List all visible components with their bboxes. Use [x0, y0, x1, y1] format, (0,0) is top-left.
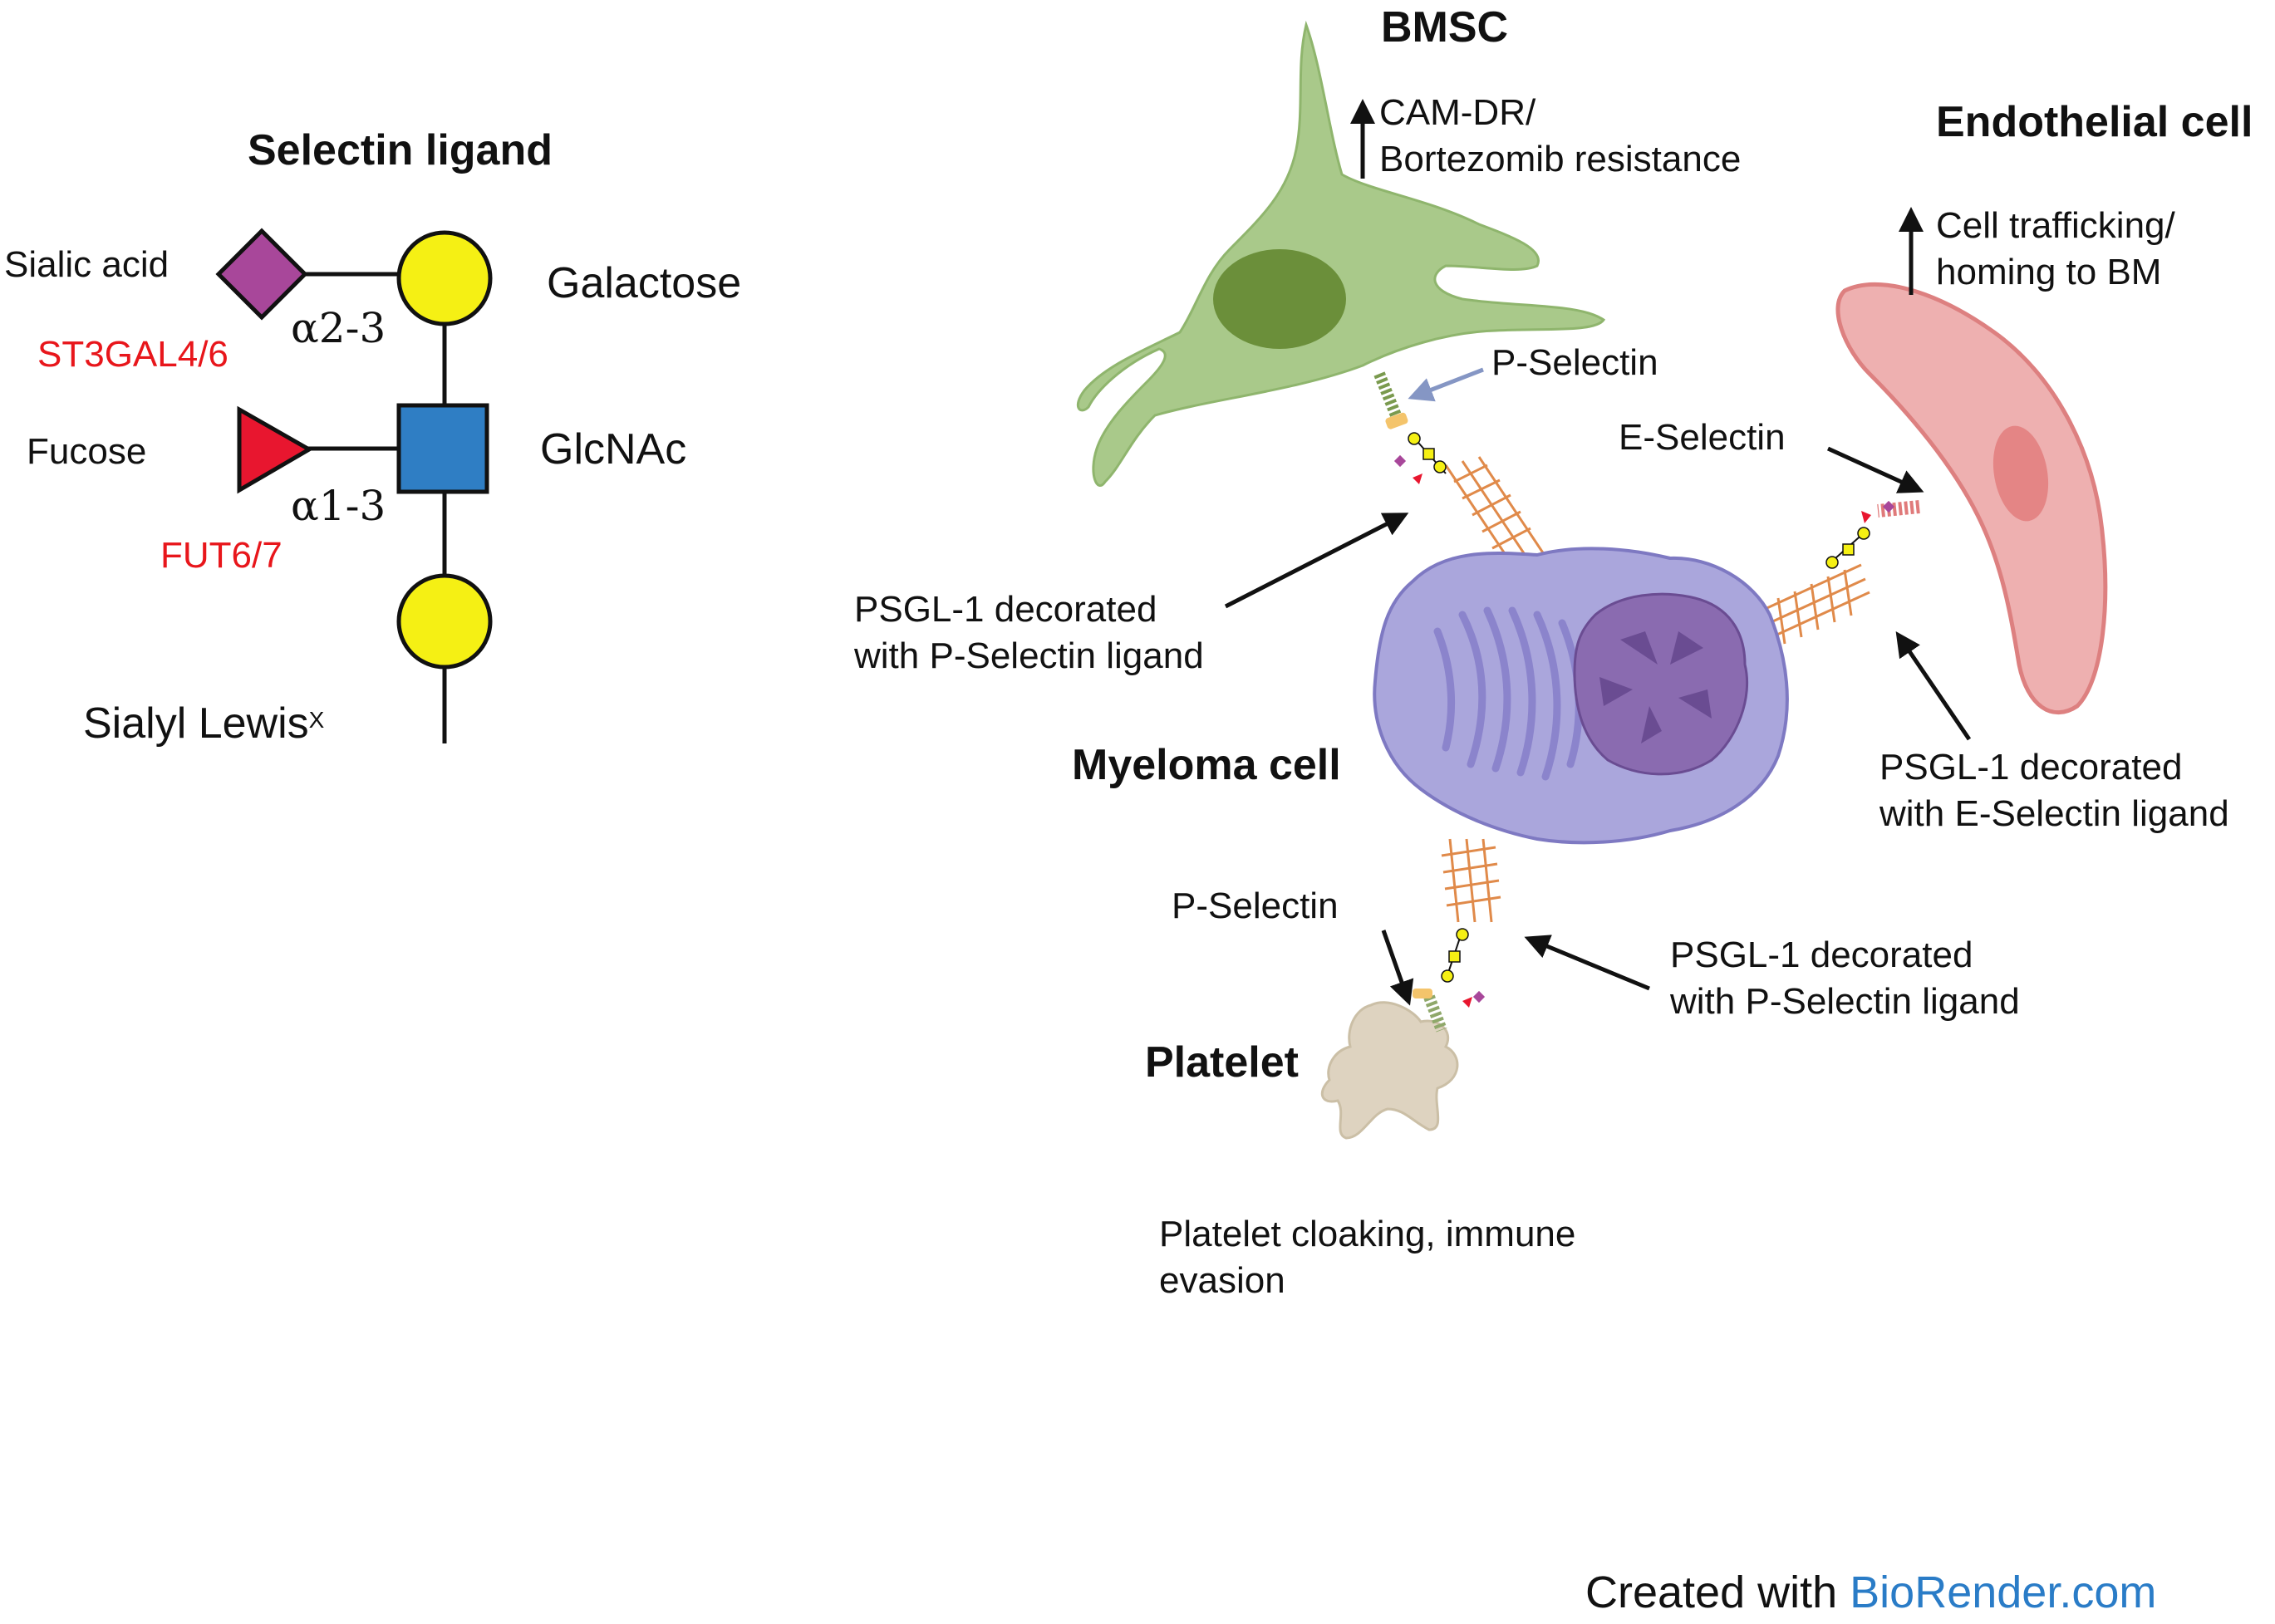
galactose-symbol [396, 230, 493, 326]
arrow-p-selectin-bottom [1381, 930, 1414, 1006]
endothelial-body [1835, 282, 2108, 715]
arrow-psgl-left [1224, 513, 1409, 609]
p-selectin-bottom-label: P-Selectin [1172, 886, 1339, 926]
myeloma-cell [1373, 547, 1789, 845]
linkage-a23-label: α2-3 [291, 304, 386, 352]
endothelial-label: Endothelial cell [1936, 98, 2253, 146]
psgl1-stalk-right [1761, 563, 1870, 645]
psgl-p-left-label: PSGL-1 decorated with P-Selectin ligand [854, 589, 1204, 676]
bmsc-body [1076, 20, 1606, 487]
sialyl-lewis-text: Sialyl Lewis [83, 699, 309, 748]
myeloma-nucleus [1573, 592, 1749, 776]
fut-label: FUT6/7 [160, 535, 283, 576]
psgl-e-label: PSGL-1 decorated with E-Selectin ligand [1879, 747, 2229, 834]
sialic-acid-label: Sialic acid [4, 244, 170, 285]
biorender-link[interactable]: BioRender.com [1850, 1568, 2157, 1617]
fucose-symbol [237, 405, 313, 494]
bmsc-nucleus [1213, 249, 1346, 349]
glcnac-label: GlcNAc [540, 425, 687, 473]
p-selectin-receptor-bottom [1413, 989, 1447, 1033]
platelet-cell [1320, 1001, 1459, 1140]
biorender-credit: Created with BioRender.com [1585, 1568, 2156, 1617]
endothelial-cell [1835, 282, 2108, 715]
glycan-beads-top [1393, 432, 1447, 484]
cam-dr-label: CAM-DR/ Bortezomib resistance [1379, 92, 1742, 179]
psgl-p-bottom-label: PSGL-1 decorated with P-Selectin ligand [1670, 935, 2020, 1022]
arrow-p-selectin-top [1408, 367, 1484, 402]
e-selectin-label: E-Selectin [1619, 417, 1786, 458]
galactose-label: Galactose [547, 259, 742, 307]
arrow-psgl-bottom [1524, 935, 1650, 991]
myeloma-label: Myeloma cell [1072, 741, 1341, 789]
arrow-e-selectin [1826, 446, 1924, 493]
sialyl-lewis-label: Sialyl LewisX [83, 699, 324, 748]
e-selectin-receptor [1877, 500, 1920, 518]
galactose-bottom-symbol [396, 573, 493, 670]
glycan-structure [215, 228, 493, 743]
endothelial-nucleus [1992, 425, 2049, 522]
glcnac-symbol [396, 403, 489, 494]
sialyl-lewis-superscript: X [308, 707, 325, 733]
sialic-acid-symbol [215, 228, 308, 321]
myeloma-chromatin [1599, 631, 1712, 743]
p-selectin-top-label: P-Selectin [1491, 342, 1658, 383]
fucose-label: Fucose [27, 431, 147, 472]
linkage-a13-label: α1-3 [291, 482, 386, 530]
p-selectin-receptor-top [1373, 371, 1408, 429]
arrow-psgl-e [1895, 631, 1972, 741]
bmsc-label: BMSC [1381, 3, 1509, 52]
glycan-beads-bottom [1441, 928, 1486, 1008]
psgl1-stalk-bottom [1441, 838, 1501, 923]
selectin-ligand-title: Selectin ligand [248, 126, 553, 174]
st3gal-label: ST3GAL4/6 [37, 334, 228, 375]
credit-prefix: Created with [1585, 1568, 1850, 1617]
platelet-body [1320, 1001, 1459, 1140]
platelet-label: Platelet [1145, 1038, 1299, 1087]
trafficking-label: Cell trafficking/ homing to BM [1936, 205, 2175, 292]
bmsc-cell [1076, 20, 1606, 487]
platelet-outcome-label: Platelet cloaking, immune evasion [1159, 1214, 1576, 1301]
psgl1-stalk-top [1444, 456, 1547, 566]
